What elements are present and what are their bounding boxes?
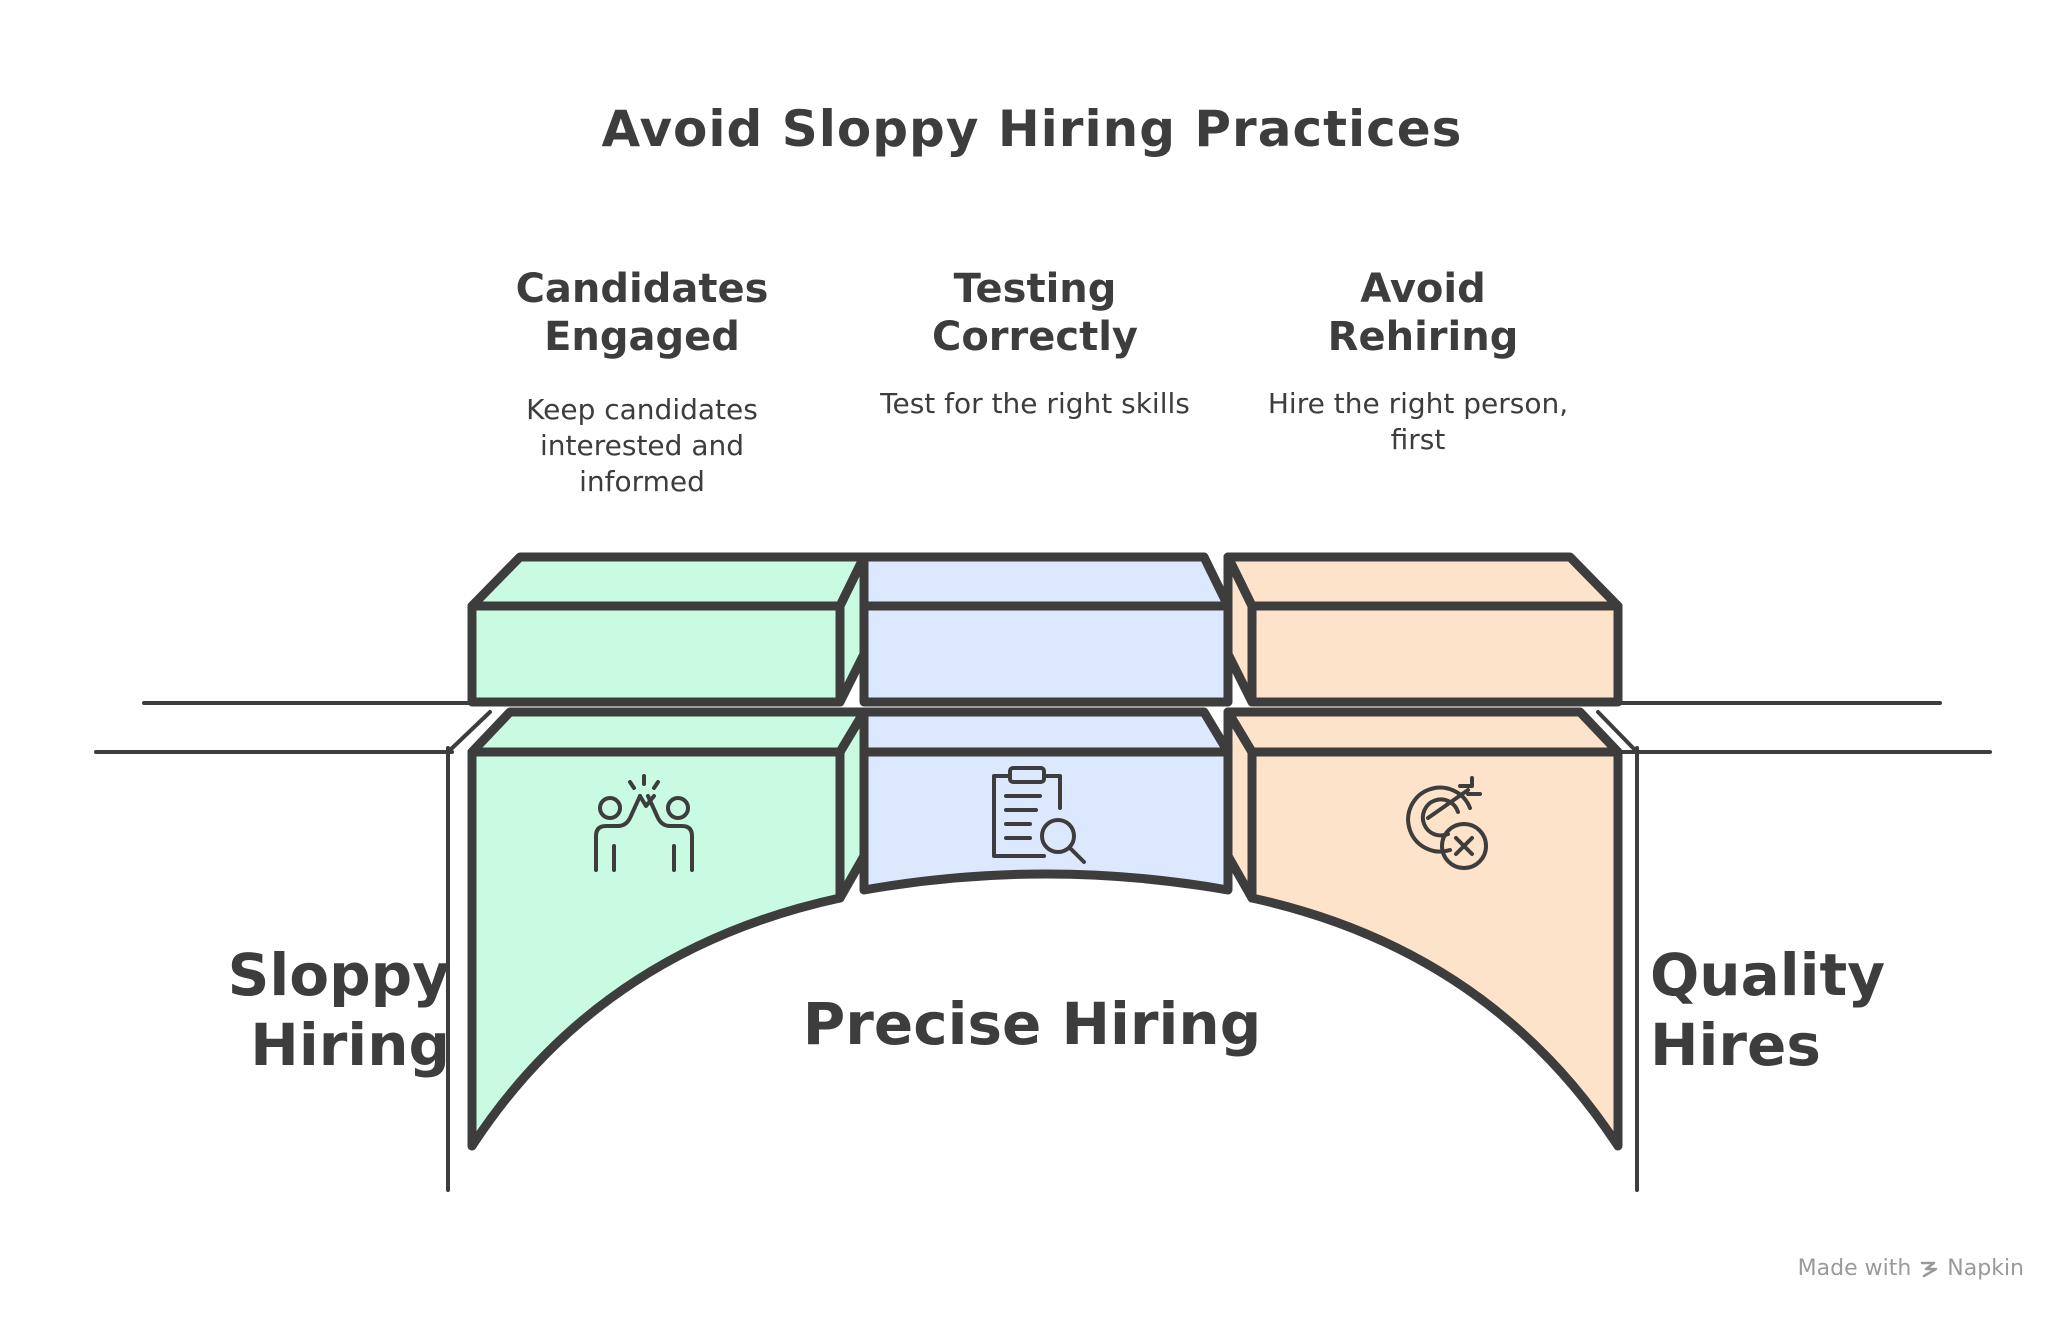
target-cancel-icon bbox=[1406, 776, 1488, 870]
ground-lines bbox=[94, 701, 1992, 1192]
blue-body-front bbox=[859, 747, 1233, 895]
left-label-sloppy-hiring: Sloppy Hiring bbox=[227, 941, 450, 1079]
green-body-top bbox=[467, 707, 869, 757]
cliff-right-top bbox=[1596, 710, 1639, 754]
green-body-front bbox=[467, 747, 845, 1151]
orange-cap-front bbox=[1247, 601, 1623, 707]
blue-cap-front bbox=[859, 601, 1233, 707]
column-desc-testing: Test for the right skills bbox=[880, 387, 1190, 420]
made-with-napkin-credit: Made with Napkin bbox=[1798, 1256, 2024, 1281]
credit-brand: Napkin bbox=[1947, 1256, 2024, 1281]
blue-cap-top bbox=[859, 552, 1233, 611]
orange-cap-top bbox=[1223, 552, 1623, 611]
column-title-rehiring: Avoid Rehiring bbox=[1327, 266, 1519, 360]
right-label-quality-hires: Quality Hires bbox=[1650, 941, 1886, 1079]
green-column bbox=[467, 552, 869, 1151]
orange-body-side bbox=[1223, 707, 1257, 903]
credit-prefix: Made with bbox=[1797, 1256, 1912, 1281]
green-cap-front bbox=[467, 601, 845, 707]
orange-cap-side bbox=[1223, 552, 1257, 707]
column-title-candidates: Candidates Engaged bbox=[515, 266, 769, 360]
cliff-left-top bbox=[446, 710, 492, 754]
center-label-precise-hiring: Precise Hiring bbox=[802, 990, 1262, 1058]
green-cap-top bbox=[467, 552, 869, 611]
orange-column bbox=[1223, 552, 1623, 1151]
orange-body-top bbox=[1223, 707, 1623, 757]
orange-body-front bbox=[1247, 747, 1623, 1151]
column-desc-rehiring: Hire the right person, first bbox=[1267, 387, 1569, 456]
napkin-logo-icon bbox=[1921, 1261, 1938, 1277]
column-desc-candidates: Keep candidates interested and informed bbox=[526, 393, 758, 498]
clipboard-search-icon bbox=[992, 766, 1086, 864]
high-five-icon bbox=[594, 774, 694, 872]
diagram-title: Avoid Sloppy Hiring Practices bbox=[601, 100, 1463, 158]
column-title-testing: Testing Correctly bbox=[931, 266, 1139, 360]
blue-body-top bbox=[859, 707, 1233, 757]
blue-column bbox=[859, 552, 1233, 895]
